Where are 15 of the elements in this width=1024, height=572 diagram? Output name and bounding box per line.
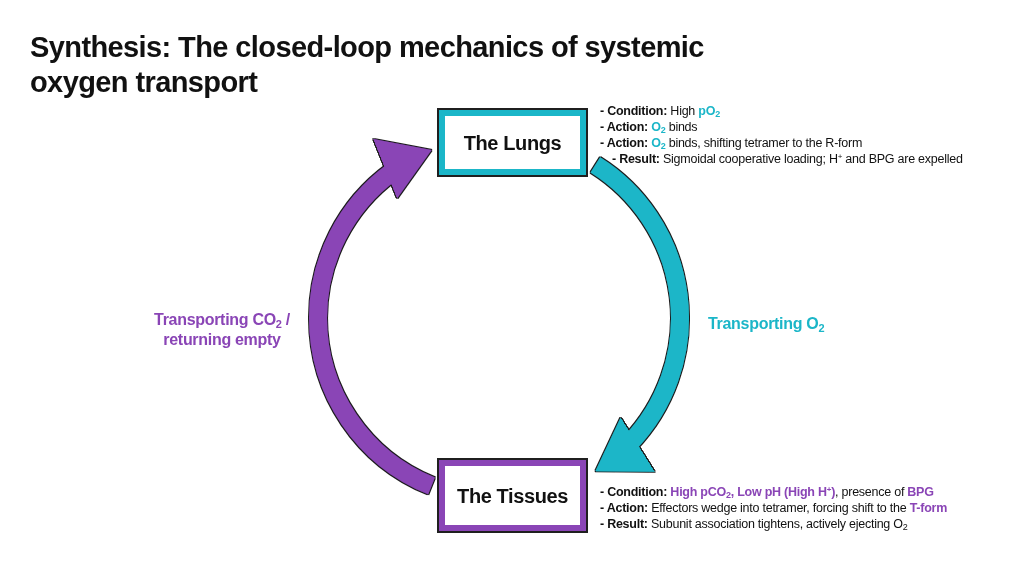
bullet-text: - Result: Subunit association tightens, actively ejecting O$_{2}$ — [600, 516, 909, 532]
title: Synthesis: The closed-loop mechanics of systemic oxygen transport — [30, 30, 705, 100]
bullet-text: - Action: O$_{2}$ binds, shifting tetramer to the R-form — [600, 135, 864, 151]
bullet-text: - Action: Effectors wedge into tetramer, forcing shift to the T-form — [600, 500, 948, 516]
box-title: The Lungs — [463, 130, 562, 155]
bullet-text: - Condition: High pCO$_{2}$, Low pH (High H$^{+}$), presence of BPG — [600, 484, 935, 500]
process-box — [437, 108, 588, 177]
box-title: The Tissues — [457, 483, 568, 508]
edge-label: Transporting O$_{2}$ — [708, 314, 826, 334]
bullet-text: - Condition: High pO$_{2}$ — [600, 103, 721, 119]
curved-arrow — [309, 141, 436, 495]
edge-label: Transporting CO$_{2}$ / returning empty — [153, 310, 291, 350]
bullet-text: - Action: O$_{2}$ binds — [600, 119, 699, 135]
process-box — [437, 458, 588, 533]
bullet-text: - Result: Sigmoidal cooperative loading; H$^{+}$ and BPG are expelled — [611, 151, 963, 167]
